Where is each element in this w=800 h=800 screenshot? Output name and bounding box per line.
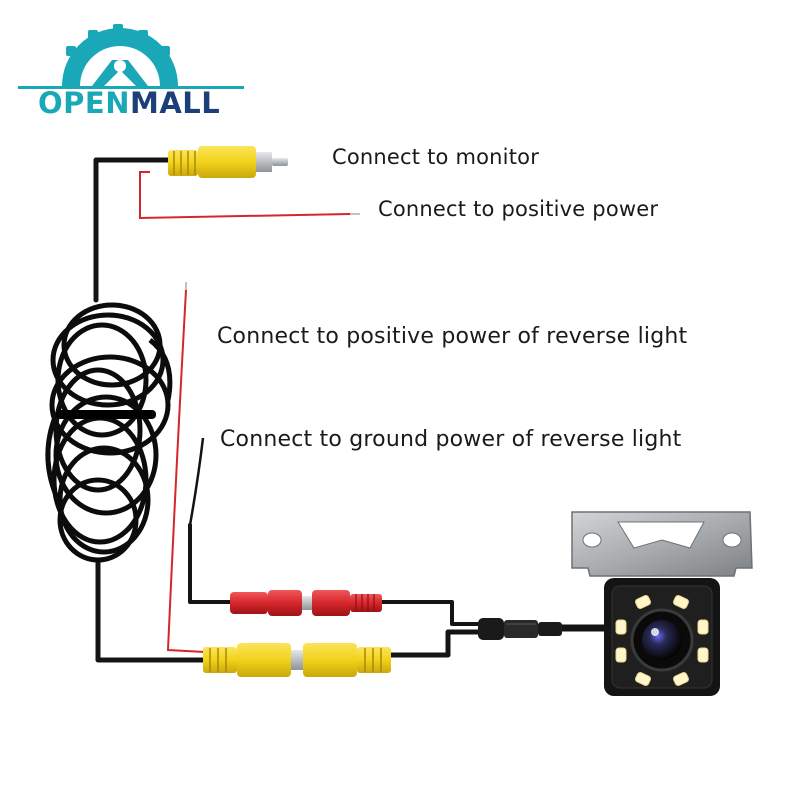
led-lights xyxy=(615,594,709,687)
black-cable-main xyxy=(93,157,610,663)
dc-connector-pair xyxy=(230,590,382,616)
label-connect-positive-power: Connect to positive power xyxy=(378,197,659,221)
red-power-wire xyxy=(139,171,351,653)
brand-text-open: OPEN xyxy=(38,86,130,120)
coil-binding xyxy=(56,410,156,419)
steering-wheel-icon xyxy=(18,24,244,89)
rca-connector-pair xyxy=(203,643,391,677)
brand-text-mall: MALL xyxy=(130,86,221,120)
label-connect-reverse-positive: Connect to positive power of reverse lig… xyxy=(217,324,688,349)
brand-logo-text: OPENMALL xyxy=(38,86,220,120)
camera-bracket xyxy=(571,511,753,577)
camera-lens xyxy=(630,608,694,672)
cable-coil xyxy=(45,302,173,563)
label-connect-reverse-ground: Connect to ground power of reverse light xyxy=(220,427,682,452)
ground-wire xyxy=(188,437,205,526)
label-connect-monitor: Connect to monitor xyxy=(332,145,540,169)
rca-plug-top xyxy=(168,146,288,178)
inline-cable-connector xyxy=(478,618,562,640)
wire-tips xyxy=(185,213,360,290)
